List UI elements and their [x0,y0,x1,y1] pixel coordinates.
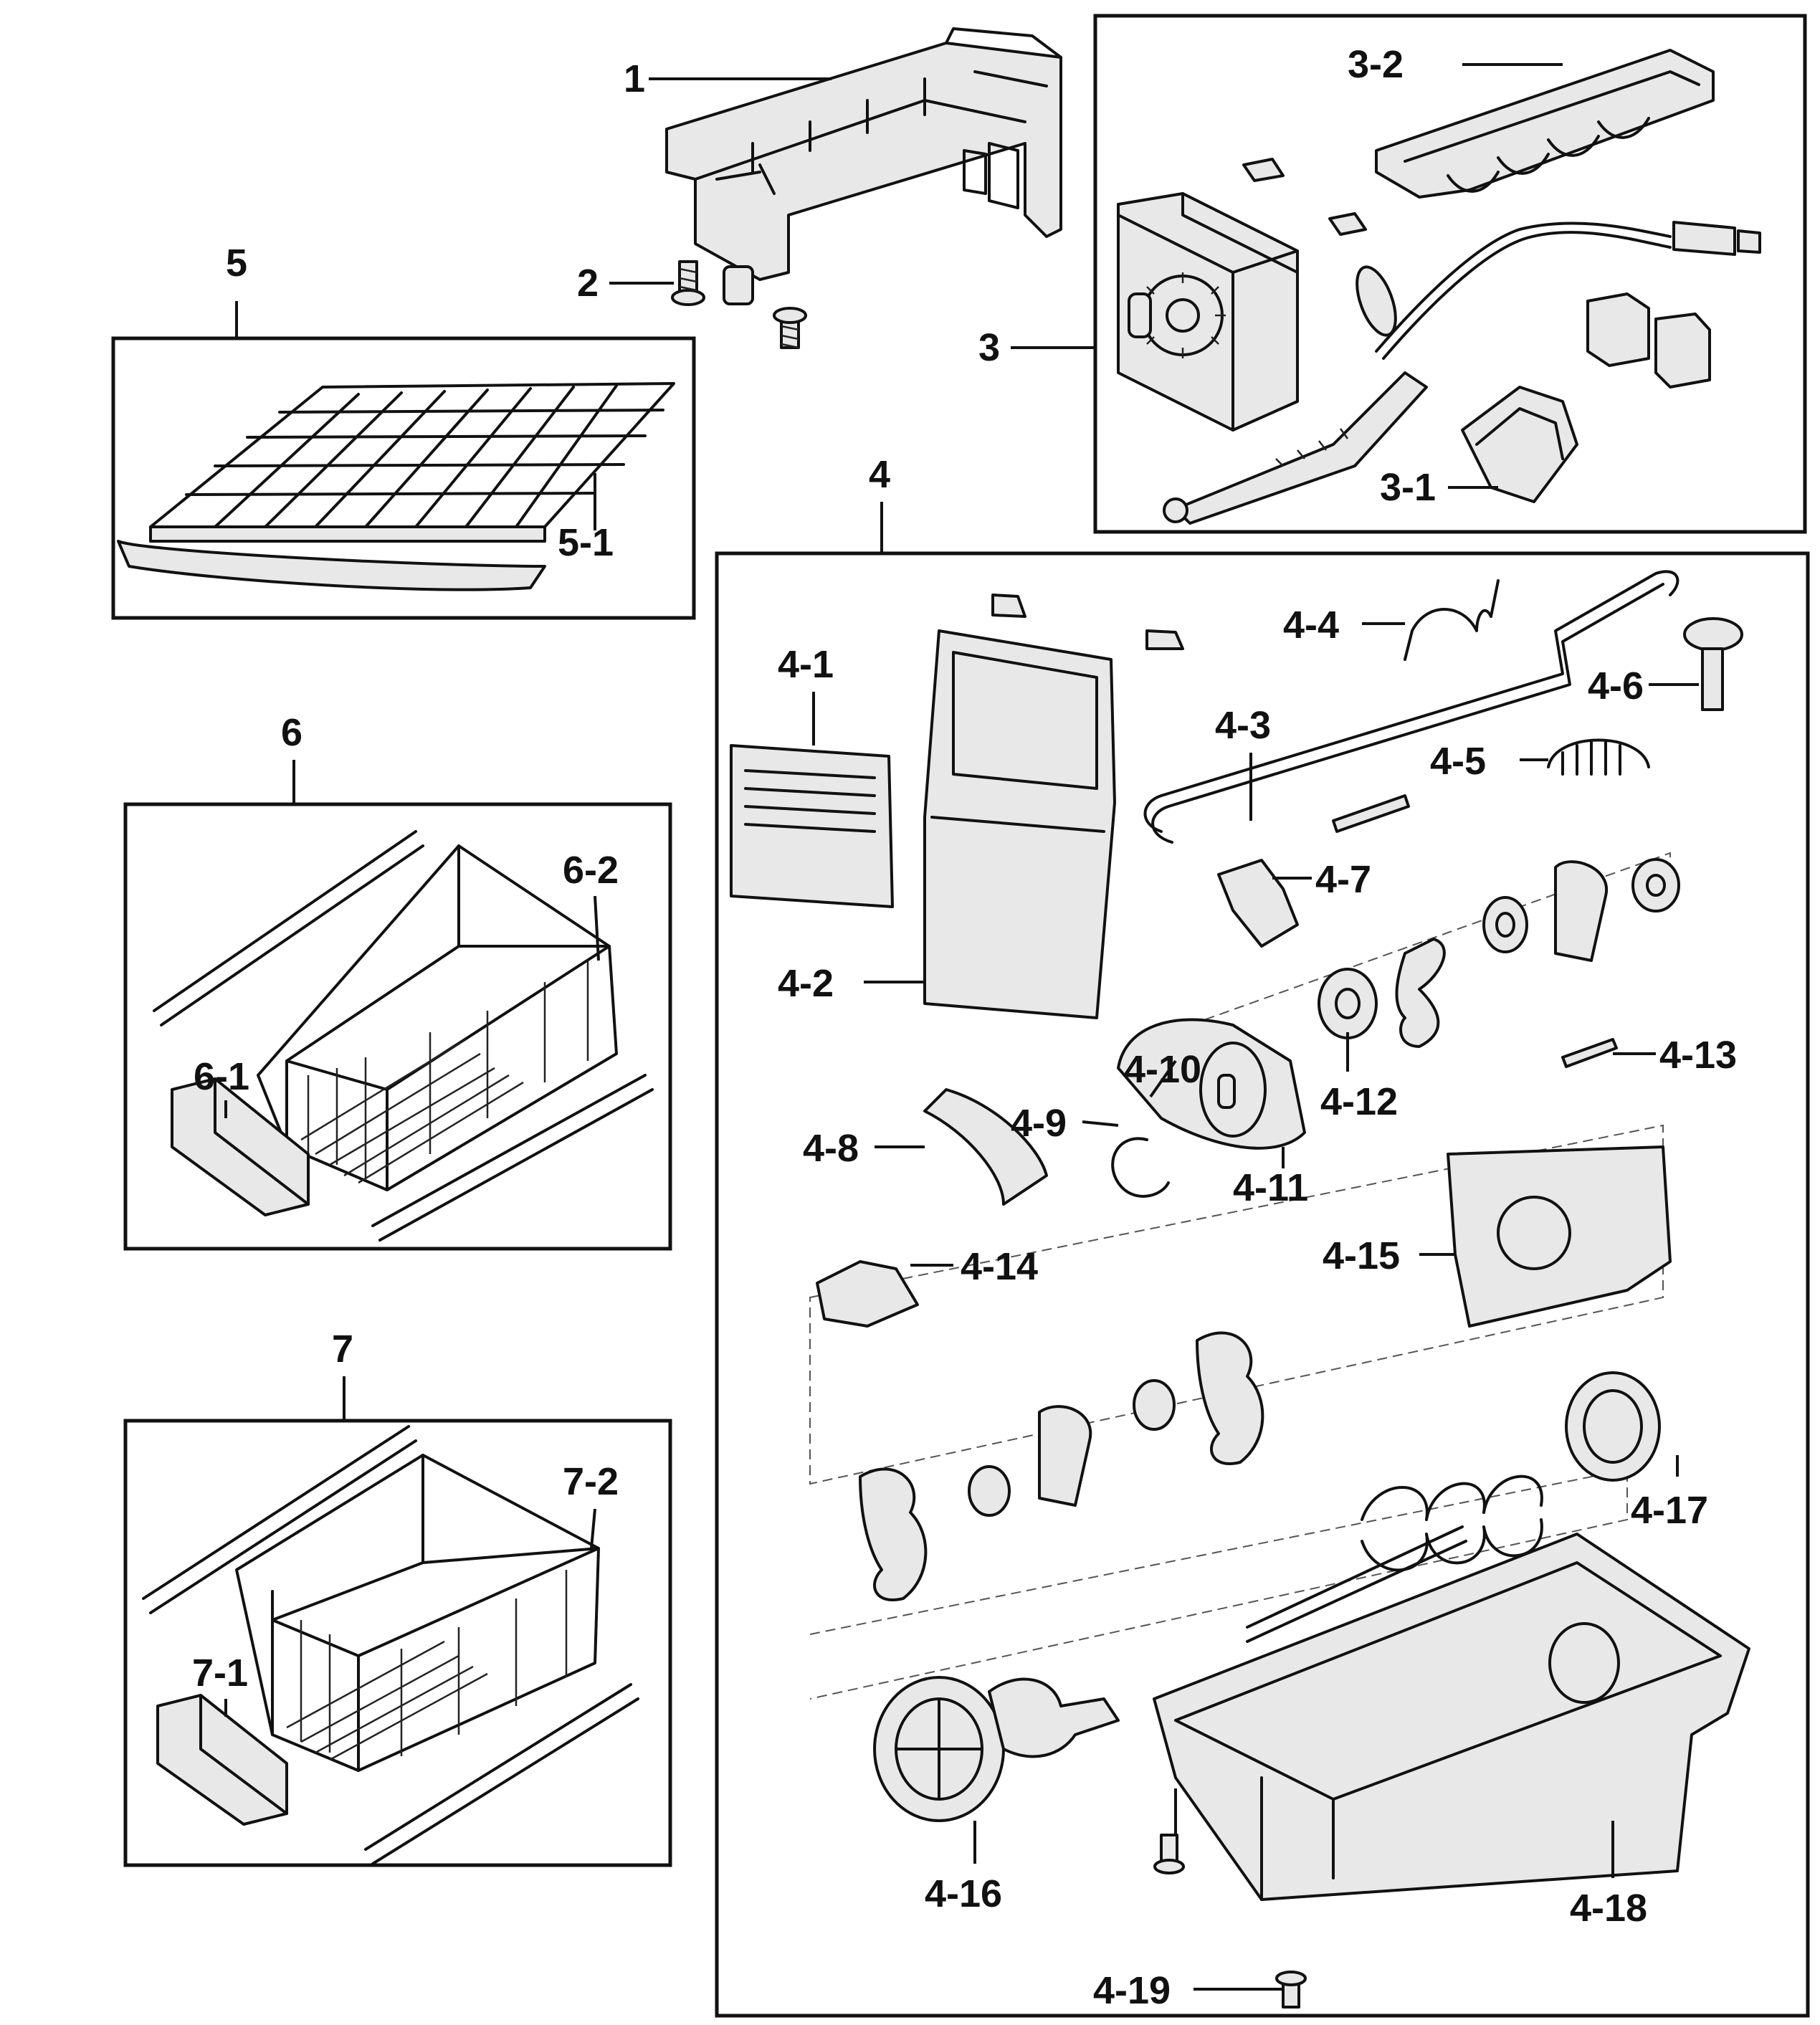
label-4-7: 4-7 [1315,858,1371,901]
label-4-12: 4-12 [1320,1080,1398,1123]
label-6-1: 6-1 [194,1055,249,1098]
label-4-14: 4-14 [961,1245,1038,1288]
part-2-screws-drawing [671,260,807,349]
part-7-basket-drawing [142,1425,639,1865]
label-7-1: 7-1 [192,1652,248,1695]
part-1-housing-drawing [665,27,1062,281]
label-1: 1 [624,57,645,100]
part-3-icemaker-drawing [1117,49,1761,525]
label-4-3: 4-3 [1215,704,1271,747]
callout-labels: 1 2 3 3-2 3-1 4 5 5-1 6 6-2 6-1 7 7-2 7-… [192,43,1737,2012]
part-4-frame [715,551,1810,2018]
label-4-6: 4-6 [1588,664,1644,707]
label-3: 3 [978,326,1000,369]
part-5-frame [111,336,696,620]
label-4-8: 4-8 [803,1127,859,1170]
label-4-11: 4-11 [1233,1166,1308,1209]
label-7: 7 [332,1328,353,1371]
label-4-19: 4-19 [1093,1969,1171,2012]
label-4-1: 4-1 [778,643,834,686]
label-3-2: 3-2 [1348,43,1404,86]
label-5: 5 [226,242,247,285]
part-4-dispenser-drawing [730,570,1750,2009]
label-4-13: 4-13 [1659,1034,1737,1077]
label-7-2: 7-2 [563,1460,619,1503]
label-6-2: 6-2 [563,849,619,892]
label-4-10: 4-10 [1124,1048,1201,1091]
label-4-2: 4-2 [778,962,834,1005]
label-4-17: 4-17 [1631,1489,1708,1532]
label-4-9: 4-9 [1011,1102,1067,1145]
label-2: 2 [577,262,599,305]
leader-lines [224,63,1699,1991]
part-5-shelf-drawing [117,382,675,591]
label-3-1: 3-1 [1380,466,1436,509]
part-3-frame [1093,14,1807,534]
label-4-5: 4-5 [1430,740,1486,783]
part-6-frame [123,802,672,1251]
label-6: 6 [281,711,302,754]
label-4-16: 4-16 [925,1872,1002,1915]
part-6-basket-drawing [153,830,654,1242]
label-5-1: 5-1 [558,521,614,564]
label-4-4: 4-4 [1283,604,1339,647]
part-7-frame [123,1419,672,1867]
label-4-15: 4-15 [1323,1234,1400,1277]
label-4-18: 4-18 [1570,1887,1647,1930]
label-4: 4 [869,453,890,496]
